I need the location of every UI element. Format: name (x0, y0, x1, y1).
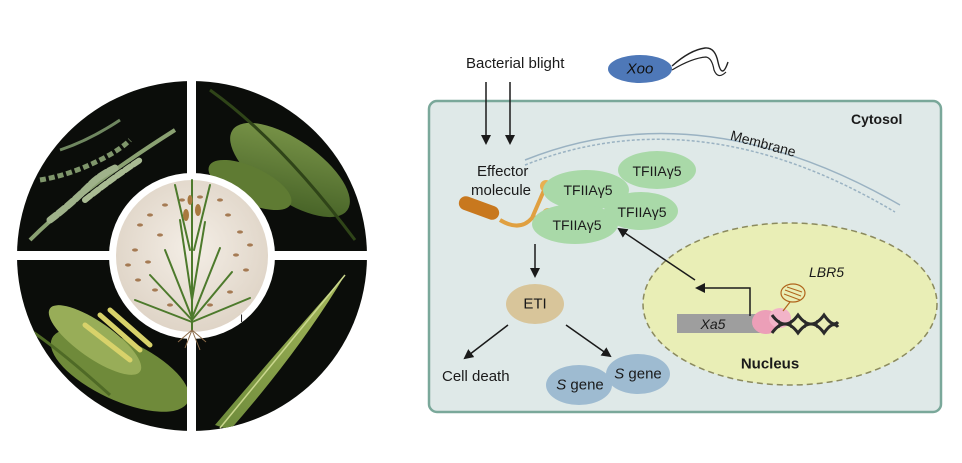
tfiia-label-2: TFIIAγ5 (552, 217, 602, 233)
effector-label-line1: Effector (477, 163, 529, 180)
nucleus-label: Nucleus (740, 355, 800, 373)
tfiia-label-4: TFIIAγ5 (617, 204, 667, 220)
panicle-brown (183, 195, 201, 221)
rice-photo-collage: I (10, 70, 375, 445)
rice-plant (134, 179, 251, 331)
tfiia-ellipse-2 (532, 204, 618, 244)
membrane-line (524, 132, 901, 206)
panicle-photo (28, 118, 177, 242)
cell-death-label: Cell death (442, 368, 510, 385)
xa5-to-tfiia-arrow (617, 227, 696, 281)
leaf-photo (215, 274, 346, 430)
cytosol-label: Cytosol (851, 111, 903, 127)
eti-label: ETI (523, 295, 547, 313)
scale-bar: I (240, 313, 243, 325)
dna-helix (770, 312, 840, 336)
nucleus (642, 222, 938, 386)
tfiia-label-3: TFIIAγ5 (632, 163, 682, 179)
arrow-to-s-gene (565, 324, 612, 358)
plant-roots (177, 329, 207, 351)
floret-photo (29, 305, 190, 412)
arrow-to-cell-death (463, 324, 509, 360)
effector-label-line2: molecule (471, 182, 532, 199)
lbr5-label: LBR5 (809, 264, 845, 280)
bacterial-blight-label: Bacterial blight (466, 55, 565, 72)
spikelet-photo (208, 88, 357, 241)
s-gene-label-2: S gene (614, 365, 662, 383)
mechanism-diagram (427, 47, 943, 414)
s-gene-label-1: S gene (556, 376, 604, 394)
s-gene-ellipse-1 (546, 365, 612, 405)
tfiia-label-1: TFIIAγ5 (563, 182, 613, 198)
xa5-label: Xa5 (700, 316, 726, 332)
eti-node (506, 284, 564, 324)
tfiia-ellipse-3 (618, 151, 696, 189)
s-gene-ellipse-2 (606, 354, 670, 394)
seeds (125, 195, 253, 307)
xoo-label: Xoo (626, 60, 654, 78)
xoo-flagellum (671, 47, 729, 72)
tfiia-ellipse-4 (604, 192, 678, 230)
xa5-gene (677, 314, 769, 333)
transcription-arrow (695, 283, 751, 316)
xoo-bacterium (608, 55, 672, 83)
tfiia-ellipse-1 (543, 170, 629, 210)
lbr5-protein (752, 283, 806, 334)
